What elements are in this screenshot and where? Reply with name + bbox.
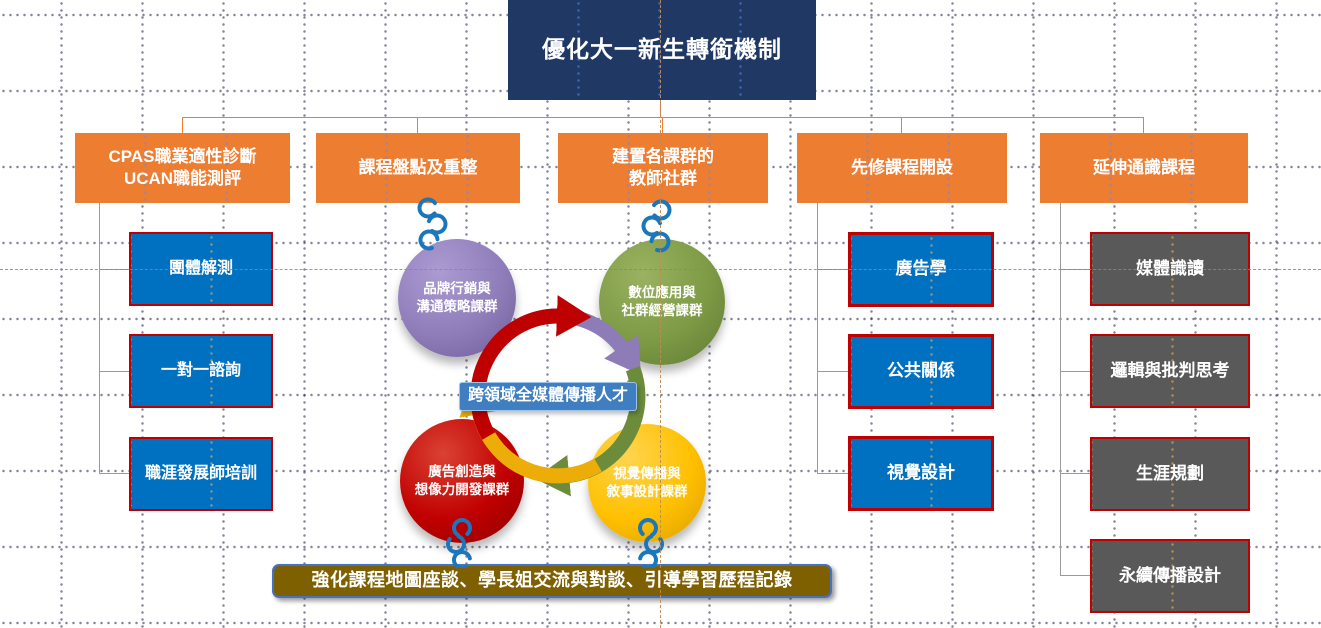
connector-col5-stub-2 (1060, 371, 1091, 372)
connector-title-down (660, 100, 661, 118)
cycle-node-label: 品牌行銷與 (423, 280, 491, 296)
general-box-media-literacy: 媒體識讀 (1090, 232, 1250, 306)
connector-drop-4 (901, 117, 902, 133)
connector-col4-stub-1 (817, 269, 849, 270)
pillar-1-line-2: UCAN職能測評 (123, 169, 242, 188)
course-box-public-relations: 公共關係 (848, 334, 994, 409)
general-box-label: 媒體識讀 (1136, 258, 1204, 278)
course-box-label: 視覺設計 (887, 463, 955, 483)
general-box-logic-critical-thinking: 邏輯與批判思考 (1090, 334, 1250, 408)
cycle-node-label: 溝通策略課群 (416, 299, 498, 314)
connector-col5-stub-4 (1060, 575, 1091, 576)
course-box-label: 一對一諮詢 (160, 361, 241, 379)
course-box-label: 廣告學 (895, 259, 947, 279)
connector-col5-vertical (1060, 203, 1061, 576)
cycle-node-label: 想像力開發課群 (414, 482, 510, 497)
cycle-node-label: 社群經營課群 (621, 303, 703, 318)
course-box-label: 公共關係 (887, 361, 955, 381)
pillar-box-cpas-ucan: CPAS職業適性診斷 UCAN職能測評 (75, 133, 290, 203)
connector-drop-5 (1143, 117, 1144, 133)
cycle-node-digital-community: 數位應用與 社群經營課群 (599, 239, 725, 365)
cycle-node-label: 數位應用與 (628, 284, 696, 300)
pillar-1-line-1: CPAS職業適性診斷 (108, 146, 257, 166)
chain-link-icon (638, 518, 664, 568)
chain-link-icon (641, 199, 672, 253)
chain-link-icon (446, 518, 472, 568)
connector-col5-stub-1 (1060, 269, 1091, 270)
pillar-box-prerequisite-courses: 先修課程開設 (797, 133, 1007, 203)
cycle-node-label: 敘事設計課群 (606, 484, 688, 499)
pillar-3-line-2: 教師社群 (629, 169, 697, 188)
connector-drop-1 (182, 117, 183, 133)
course-box-label: 職涯發展師培訓 (144, 464, 257, 482)
connector-drop-2 (417, 117, 418, 133)
connector-col1-stub-2 (99, 371, 130, 372)
pillar-3-line-1: 建置各課群的 (612, 146, 714, 166)
pillar-box-course-inventory: 課程盤點及重整 (316, 133, 520, 203)
pillar-4-line-1: 先修課程開設 (851, 157, 953, 177)
general-box-label: 永續傳播設計 (1119, 565, 1221, 585)
course-box-visual-design: 視覺設計 (848, 436, 994, 511)
connector-drop-3 (662, 117, 663, 133)
course-box-label: 團體解測 (168, 259, 233, 277)
pillar-box-general-education: 延伸通識課程 (1040, 133, 1248, 203)
connector-col4-vertical (817, 203, 818, 474)
chain-link-icon (417, 197, 448, 251)
general-box-sustainable-communication: 永續傳播設計 (1090, 539, 1250, 613)
cycle-node-brand-marketing: 品牌行銷與 溝通策略課群 (398, 239, 516, 357)
connector-col5-stub-3 (1060, 473, 1091, 474)
slide-title: 優化大一新生轉銜機制 (508, 0, 816, 100)
pillar-5-line-1: 延伸通識課程 (1093, 157, 1195, 177)
connector-col4-stub-3 (817, 473, 849, 474)
course-box-advertising: 廣告學 (848, 232, 994, 307)
general-box-label: 生涯規劃 (1136, 463, 1204, 483)
footer-banner: 強化課程地圖座談、學長姐交流與對談、引導學習歷程記錄 (272, 564, 832, 598)
connector-col1-vertical (99, 203, 100, 474)
connector-col1-stub-3 (99, 473, 130, 474)
course-box-one-on-one: 一對一諮詢 (129, 334, 273, 408)
connector-col1-stub-1 (99, 269, 130, 270)
cycle-node-label: 視覺傳播與 (613, 465, 681, 481)
pillar-box-teacher-community: 建置各課群的 教師社群 (558, 133, 768, 203)
general-box-career-planning: 生涯規劃 (1090, 437, 1250, 511)
footer-banner-text: 強化課程地圖座談、學長姐交流與對談、引導學習歷程記錄 (311, 570, 793, 591)
cycle-center-pill: 跨領域全媒體傳播人才 (459, 382, 637, 411)
course-box-group-interpretation: 團體解測 (129, 232, 273, 306)
course-box-career-trainer: 職涯發展師培訓 (129, 437, 273, 511)
pillar-2-line-1: 課程盤點及重整 (358, 157, 478, 177)
cycle-node-label: 廣告創造與 (428, 463, 496, 479)
connector-col4-stub-2 (817, 371, 849, 372)
cycle-center-label: 跨領域全媒體傳播人才 (467, 387, 628, 405)
general-box-label: 邏輯與批判思考 (1110, 360, 1230, 380)
slide-title-text: 優化大一新生轉銜機制 (542, 36, 782, 63)
